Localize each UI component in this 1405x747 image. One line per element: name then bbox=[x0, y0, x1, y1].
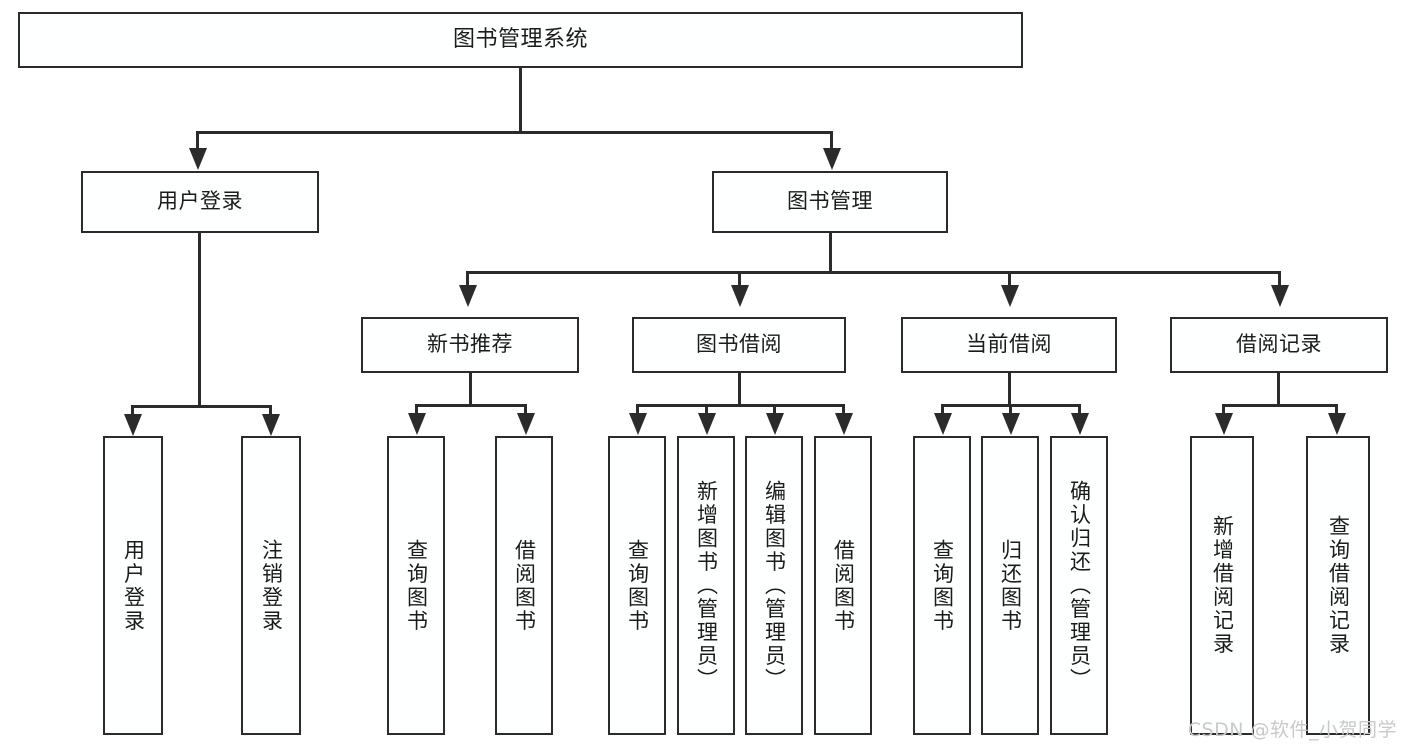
connector-root-stem bbox=[519, 68, 522, 131]
connector-current-stem bbox=[1008, 373, 1011, 406]
node-label: 确认归还（管理员） bbox=[1067, 479, 1092, 692]
leaf-borrow-book-newbook[interactable]: 借阅图书 bbox=[495, 436, 553, 735]
connector-records-stem bbox=[1277, 373, 1280, 406]
node-label: 查询图书 bbox=[930, 538, 955, 633]
arrow-userlogin-to-leaf-2 bbox=[262, 414, 280, 436]
connector-records-drop-2 bbox=[1335, 404, 1338, 416]
connector-bookmanage-drop-3 bbox=[1008, 271, 1011, 288]
node-root-system[interactable]: 图书管理系统 bbox=[18, 12, 1023, 68]
leaf-logout[interactable]: 注销登录 bbox=[241, 436, 301, 735]
leaf-edit-book-admin[interactable]: 编辑图书（管理员） bbox=[745, 436, 803, 735]
arrow-bookmanage-to-newbook bbox=[459, 285, 477, 307]
arrow-borrow-to-leaf-4 bbox=[835, 413, 853, 435]
node-label: 借阅记录 bbox=[1236, 332, 1322, 357]
arrow-bookmanage-to-current bbox=[1001, 285, 1019, 307]
connector-bookmanage-bar bbox=[466, 271, 1281, 274]
node-current-borrow[interactable]: 当前借阅 bbox=[901, 317, 1117, 373]
arrow-current-to-leaf-2 bbox=[1002, 413, 1020, 435]
connector-bookmanage-stem bbox=[829, 233, 832, 273]
connector-bookmanage-drop-1 bbox=[466, 271, 469, 288]
node-label: 图书管理 bbox=[787, 189, 873, 214]
node-book-borrow[interactable]: 图书借阅 bbox=[632, 317, 846, 373]
arrow-newbook-to-leaf-1 bbox=[408, 413, 426, 435]
node-label: 当前借阅 bbox=[966, 332, 1052, 357]
leaf-search-book-borrow[interactable]: 查询图书 bbox=[608, 436, 666, 735]
node-label: 注销登录 bbox=[259, 538, 284, 633]
connector-userlogin-drop-1 bbox=[131, 405, 134, 417]
connector-current-drop-3 bbox=[1078, 404, 1081, 416]
connector-current-drop-1 bbox=[941, 404, 944, 416]
node-label: 新增借阅记录 bbox=[1210, 515, 1235, 656]
leaf-return-book[interactable]: 归还图书 bbox=[981, 436, 1039, 735]
node-label: 图书管理系统 bbox=[452, 26, 588, 52]
node-label: 图书借阅 bbox=[696, 332, 782, 357]
connector-bookmanage-drop-4 bbox=[1278, 271, 1281, 288]
connector-newbook-stem bbox=[469, 373, 472, 406]
arrow-borrow-to-leaf-3 bbox=[766, 413, 784, 435]
leaf-search-book-current[interactable]: 查询图书 bbox=[913, 436, 971, 735]
node-label: 借阅图书 bbox=[831, 538, 856, 633]
connector-borrow-stem bbox=[738, 373, 741, 406]
leaf-confirm-return-admin[interactable]: 确认归还（管理员） bbox=[1050, 436, 1108, 735]
node-label: 查询图书 bbox=[625, 538, 650, 633]
arrow-bookmanage-to-records bbox=[1271, 285, 1289, 307]
node-label: 新书推荐 bbox=[427, 332, 513, 357]
connector-borrow-drop-3 bbox=[773, 404, 776, 416]
connector-borrow-bar bbox=[636, 404, 845, 407]
arrow-newbook-to-leaf-2 bbox=[517, 413, 535, 435]
connector-root-drop-2 bbox=[830, 131, 833, 151]
node-label: 用户登录 bbox=[157, 189, 243, 214]
leaf-search-borrow-record[interactable]: 查询借阅记录 bbox=[1306, 436, 1370, 735]
node-label: 查询借阅记录 bbox=[1326, 515, 1351, 656]
connector-root-bar bbox=[196, 131, 833, 134]
arrow-records-to-leaf-1 bbox=[1215, 413, 1233, 435]
connector-bookmanage-drop-2 bbox=[738, 271, 741, 288]
node-label: 借阅图书 bbox=[512, 538, 537, 633]
arrow-root-to-user-login bbox=[189, 148, 207, 170]
arrow-current-to-leaf-3 bbox=[1071, 413, 1089, 435]
connector-userlogin-drop-2 bbox=[269, 405, 272, 417]
node-user-login[interactable]: 用户登录 bbox=[81, 171, 319, 233]
arrow-userlogin-to-leaf-1 bbox=[124, 414, 142, 436]
node-label: 用户登录 bbox=[121, 538, 146, 633]
arrow-root-to-book-manage bbox=[823, 148, 841, 170]
connector-records-bar bbox=[1222, 404, 1338, 407]
leaf-user-login[interactable]: 用户登录 bbox=[103, 436, 163, 735]
connector-records-drop-1 bbox=[1222, 404, 1225, 416]
leaf-search-book-newbook[interactable]: 查询图书 bbox=[387, 436, 445, 735]
node-label: 新增图书（管理员） bbox=[694, 479, 719, 692]
node-label: 归还图书 bbox=[998, 538, 1023, 633]
connector-root-drop-1 bbox=[196, 131, 199, 151]
leaf-borrow-book[interactable]: 借阅图书 bbox=[814, 436, 872, 735]
node-borrow-records[interactable]: 借阅记录 bbox=[1170, 317, 1388, 373]
connector-newbook-bar bbox=[415, 404, 527, 407]
connector-borrow-drop-2 bbox=[705, 404, 708, 416]
node-label: 编辑图书（管理员） bbox=[762, 479, 787, 692]
connector-current-drop-2 bbox=[1009, 404, 1012, 416]
arrow-current-to-leaf-1 bbox=[934, 413, 952, 435]
connector-borrow-drop-4 bbox=[842, 404, 845, 416]
connector-borrow-drop-1 bbox=[636, 404, 639, 416]
connector-userlogin-bar bbox=[131, 405, 269, 408]
leaf-add-borrow-record[interactable]: 新增借阅记录 bbox=[1190, 436, 1254, 735]
node-new-book-recommend[interactable]: 新书推荐 bbox=[361, 317, 579, 373]
node-book-management[interactable]: 图书管理 bbox=[712, 171, 948, 233]
node-label: 查询图书 bbox=[404, 538, 429, 633]
leaf-add-book-admin[interactable]: 新增图书（管理员） bbox=[677, 436, 735, 735]
arrow-bookmanage-to-borrow bbox=[731, 285, 749, 307]
arrow-borrow-to-leaf-1 bbox=[629, 413, 647, 435]
arrow-records-to-leaf-2 bbox=[1328, 413, 1346, 435]
arrow-borrow-to-leaf-2 bbox=[698, 413, 716, 435]
connector-newbook-drop-2 bbox=[524, 404, 527, 416]
connector-newbook-drop-1 bbox=[415, 404, 418, 416]
connector-userlogin-stem bbox=[198, 233, 201, 408]
